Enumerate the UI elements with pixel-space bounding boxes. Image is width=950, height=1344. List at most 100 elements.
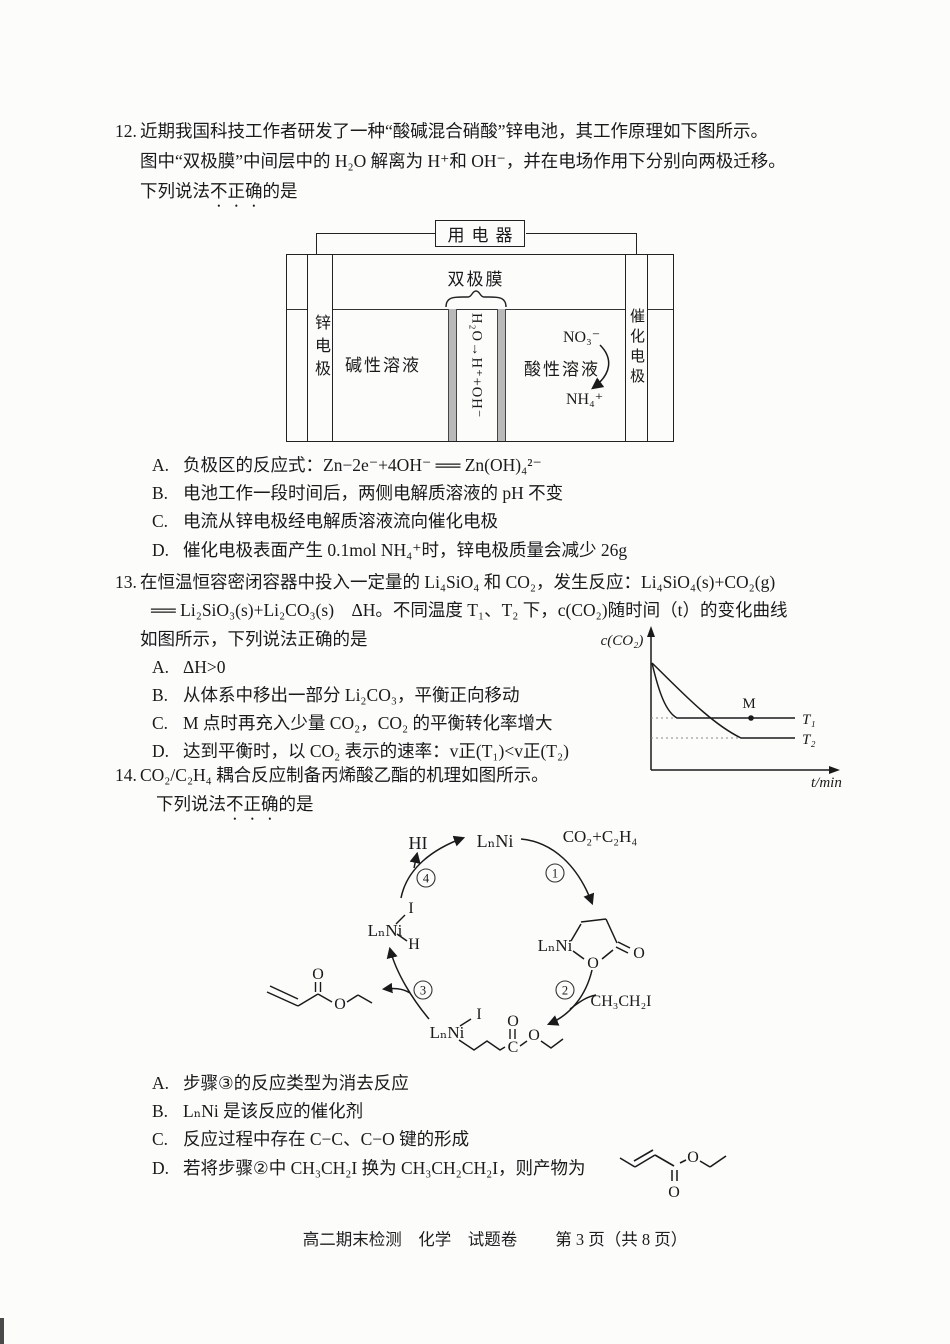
svg-text:LₙNi: LₙNi [538,936,573,955]
product-release-arrow [381,982,411,994]
catalytic-electrode: 催化电极 [625,255,648,441]
t1-label: T₁ [802,712,816,728]
membrane-channel: H₂O→H⁺+OH⁻ [456,313,496,439]
x-axis-label: t/min [811,775,842,791]
svg-text:3: 3 [420,984,426,998]
step2-badge: 2 [555,980,575,1000]
electrical-device-box: 用电器 [435,220,525,247]
q12-text2: 图中“双极膜”中间层中的 H₂O 解离为 H⁺和 OH⁻，并在电场作用下分别向两… [140,151,786,171]
catalytic-cycle-diagram: HI LₙNi CO₂+C₂H₄ 1 2 3 4 LₙNi [266,827,652,1056]
q14-line1: 14.CO₂/C₂H₄ 耦合反应制备丙烯酸乙酯的机理如图所示。 [115,765,549,785]
membrane-bar-right [497,309,506,441]
wire-left [316,233,436,255]
step4-arrow [400,835,466,899]
alkyl-nickel-ester-structure: LₙNi I C O O [430,1006,564,1056]
svg-text:LₙNi: LₙNi [430,1023,465,1042]
q14-option-b: B.LₙNi 是该反应的催化剂 [152,1101,364,1121]
cell-container: 双极膜 H₂O→H⁺+OH⁻ 锌电极 催化电极 碱性溶液 [286,254,674,442]
t2-label: T₂ [802,732,816,748]
liquid-level-line [287,309,673,310]
footer-title: 高二期末检测 化学 试题卷 [302,1230,518,1249]
ethyl-iodide-hook [569,994,597,1010]
svg-text:4: 4 [423,872,430,886]
brace [445,290,507,308]
q13-option-d: D.达到平衡时，以 CO₂ 表示的速率：v正(T₁)<v正(T₂) [152,741,569,761]
step3-arrow [386,946,430,1020]
q14-emphasis: 不正确 [226,794,279,814]
q12-option-b: B.电池工作一段时间后，两侧电解质溶液的 pH 不变 [152,483,564,503]
q13-option-b: B.从体系中移出一部分 Li₂CO₃，平衡正向移动 [152,685,520,705]
svg-text:C: C [508,1039,519,1056]
q12-line2: 图中“双极膜”中间层中的 H₂O 解离为 H⁺和 OH⁻，并在电场作用下分别向两… [140,149,786,173]
svg-text:LₙNi: LₙNi [368,921,403,940]
nitrate-ion-label: NO₃⁻ [563,329,601,346]
svg-text:O: O [312,966,324,983]
q14-option-a: A.步骤③的反应类型为消去反应 [152,1073,409,1093]
step1-badge: 1 [545,863,565,883]
hi-release-arrow [409,851,421,869]
ethyl-acrylate-structure: O O [266,966,373,1013]
q13-line2: ══ Li₂SiO₃(s)+Li₂CO₃(s) ΔH。不同温度 T₁、T₂ 下，… [151,600,788,620]
q13-option-c: C.M 点时再充入少量 CO₂，CO₂ 的平衡转化率增大 [152,713,553,733]
feed-label: CO₂+C₂H₄ [563,827,638,846]
x-axis-arrowhead [829,766,840,774]
point-m-label: M [742,696,755,712]
battery-diagram: 用电器 双极膜 H₂O→H⁺+OH⁻ 锌电极 催 [285,218,677,448]
q14-number: 14. [115,765,137,785]
lnni-top-label: LₙNi [477,831,514,851]
ester-oxygen-label: O [687,1149,699,1166]
ammonium-ion-label: NH₄⁺ [566,391,604,408]
svg-text:1: 1 [552,867,558,881]
q12-option-a: A.负极区的反应式：Zn−2e⁻+4OH⁻ ══ Zn(OH)₄²⁻ [152,455,542,475]
step3-badge: 3 [413,980,433,1000]
y-axis-arrowhead [647,626,655,637]
q13-line1: 13.在恒温恒容密闭容器中投入一定量的 Li₄SiO₄ 和 CO₂，发生反应：L… [115,572,776,592]
bipolar-membrane-label: 双极膜 [447,270,505,289]
svg-text:O: O [587,955,599,972]
membrane-bar-left [448,309,457,441]
carbonyl-oxygen-label: O [668,1184,680,1201]
lnni-hydride-iodide-structure: LₙNi I H [368,900,421,953]
q13-number: 13. [115,572,137,592]
q12-line3: 下列说法不正确的是 [140,181,298,201]
ethyl-crotonate-structure: O O [619,1149,727,1201]
svg-text:O: O [633,945,645,962]
water-dissociation-label: H₂O→H⁺+OH⁻ [468,313,485,419]
q12-emphasis: 不正确 [210,181,263,201]
scan-artifact [0,1318,4,1344]
q12-option-c: C.电流从锌电极经电解质溶液流向催化电极 [152,511,498,531]
footer-page-number: 第 3 页（共 8 页） [555,1230,688,1249]
q14-option-c: C.反应过程中存在 C−C、C−O 键的形成 [152,1129,470,1149]
q14-option-d: D.若将步骤②中 CH₃CH₂I 换为 CH₃CH₂CH₂I，则产物为 [152,1158,586,1178]
q12-line1: 12.近期我国科技工作者研发了一种“酸碱混合硝酸”锌电池，其工作原理如下图所示。 [115,119,768,143]
nickelalactone-structure: LₙNi O O [538,918,645,972]
svg-text:I: I [408,900,413,917]
hi-label: HI [409,833,428,853]
svg-text:2: 2 [562,984,568,998]
wire-right [526,233,637,255]
q13-option-a: A.ΔH>0 [152,657,226,677]
co2-concentration-graph: c(CO₂) t/min M T₁ T₂ [601,626,842,791]
svg-text:O: O [528,1027,540,1044]
ethyl-iodide-label: CH₃CH₂I [591,993,652,1010]
svg-text:O: O [507,1013,519,1030]
svg-text:I: I [476,1006,481,1023]
q13-line3: 如图所示，下列说法正确的是 [140,629,368,649]
t1-curve [651,662,795,719]
q12-number: 12. [115,121,137,141]
point-m-dot [748,715,754,721]
acidic-solution-label: 酸性溶液 [524,360,600,379]
q12-text1: 近期我国科技工作者研发了一种“酸碱混合硝酸”锌电池，其工作原理如下图所示。 [140,121,769,141]
y-axis-label: c(CO₂) [601,633,644,649]
zinc-electrode: 锌电极 [307,255,333,441]
q12-option-d: D.催化电极表面产生 0.1mol NH₄⁺时，锌电极质量会减少 26g [152,540,628,560]
svg-text:H: H [408,936,420,953]
svg-text:O: O [334,996,346,1013]
step4-badge: 4 [416,868,436,888]
t2-curve [651,662,795,739]
q14-line2: 下列说法不正确的是 [156,794,314,814]
page-footer: 高二期末检测 化学 试题卷 第 3 页（共 8 页） [0,1226,950,1250]
alkaline-solution-label: 碱性溶液 [345,356,421,375]
step1-arrow [520,838,595,906]
